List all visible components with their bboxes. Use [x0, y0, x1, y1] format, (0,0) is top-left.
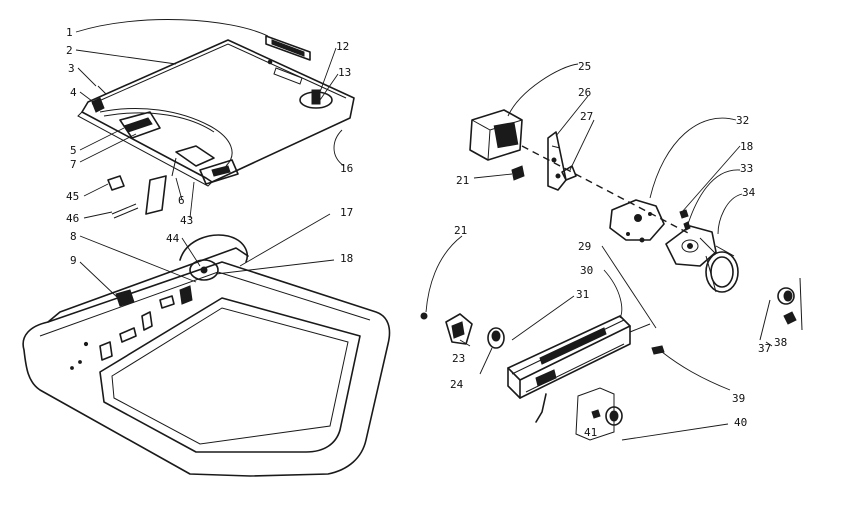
screw-21-upper [511, 165, 525, 181]
label-12: 12 [336, 40, 349, 53]
label-26: 26 [578, 86, 591, 99]
label-18-left: 18 [340, 252, 353, 265]
label-5: 5 [70, 144, 77, 157]
label-21-lower: 21 [454, 224, 467, 237]
label-43: 43 [180, 214, 193, 227]
console-housing [507, 315, 665, 423]
fitting-40 [575, 387, 623, 441]
label-39: 39 [732, 392, 745, 405]
label-30: 30 [580, 264, 593, 277]
label-3: 3 [68, 62, 75, 75]
label-23: 23 [452, 352, 465, 365]
label-1: 1 [66, 26, 73, 39]
label-46: 46 [66, 212, 79, 225]
label-2: 2 [66, 44, 73, 57]
label-4: 4 [70, 86, 77, 99]
label-40: 40 [734, 416, 747, 429]
mounting-bracket [547, 131, 577, 191]
switch-23 [420, 312, 473, 345]
label-33: 33 [740, 162, 753, 175]
label-9: 9 [70, 254, 77, 267]
switch-24 [487, 327, 505, 349]
label-13: 13 [338, 66, 351, 79]
label-32: 32 [736, 114, 749, 127]
label-7: 7 [70, 158, 77, 171]
callout-labels: 1 2 3 4 5 7 12 13 16 6 45 46 43 8 44 9 1… [66, 26, 787, 439]
top-cover [77, 35, 355, 187]
label-18-right: 18 [740, 140, 753, 153]
label-31: 31 [576, 288, 589, 301]
label-44: 44 [166, 232, 180, 245]
label-27: 27 [580, 110, 593, 123]
label-37: 37 [758, 342, 771, 355]
label-25: 25 [578, 60, 591, 73]
label-38: 38 [774, 336, 787, 349]
label-21-upper: 21 [456, 174, 469, 187]
label-8: 8 [70, 230, 77, 243]
small-fittings-left [91, 85, 167, 219]
mounting-plate [609, 199, 665, 243]
drive-cup [665, 225, 739, 293]
label-17: 17 [340, 206, 353, 219]
label-41: 41 [584, 426, 597, 439]
label-45: 45 [66, 190, 79, 203]
label-6: 6 [178, 194, 185, 207]
label-34: 34 [742, 186, 756, 199]
leader-lines-right [425, 63, 773, 441]
label-16: 16 [340, 162, 353, 175]
selector-knob [759, 277, 803, 341]
wiring-harness [99, 107, 239, 185]
label-24: 24 [450, 378, 464, 391]
label-29: 29 [578, 240, 591, 253]
timer-motor [469, 109, 523, 161]
cabinet-top [22, 234, 391, 477]
leader-lines-left [75, 19, 345, 299]
